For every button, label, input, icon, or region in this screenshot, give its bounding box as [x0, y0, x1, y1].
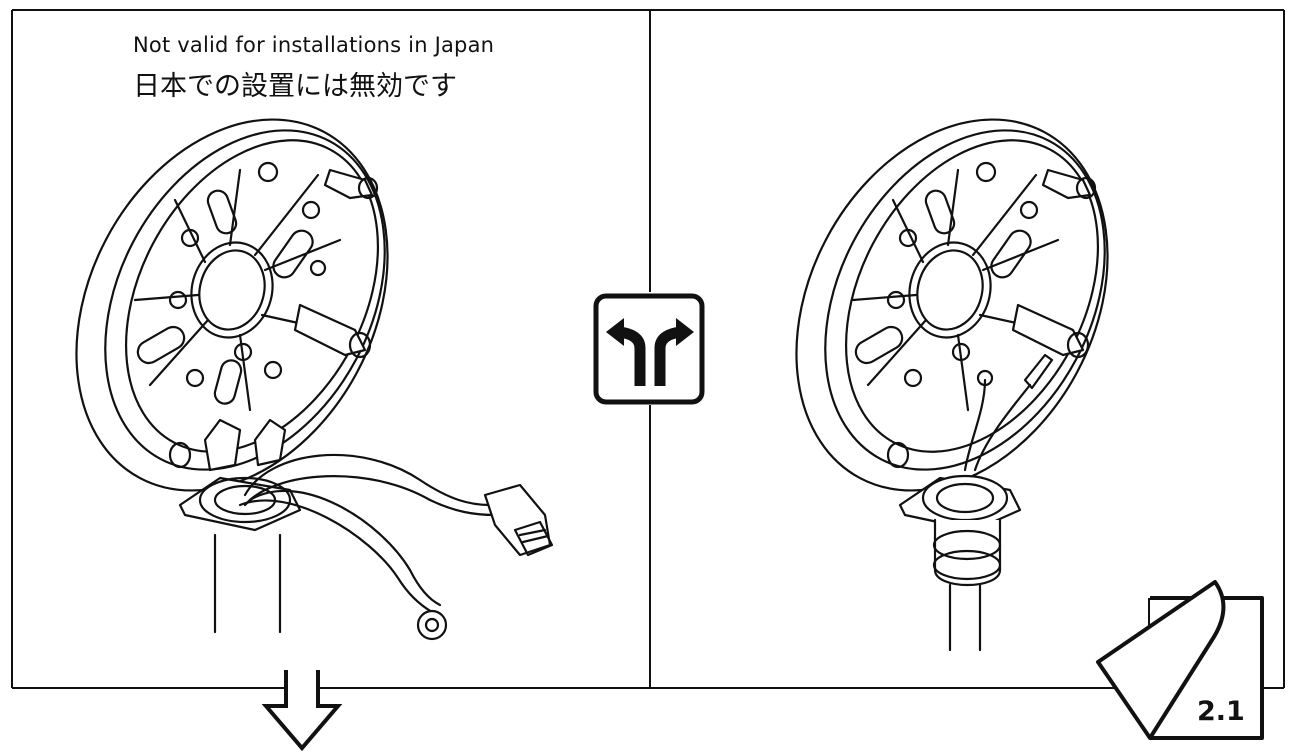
panel-frame	[11, 9, 1285, 689]
notice-japanese: 日本での設置には無効です	[133, 71, 457, 102]
branch-arrow-icon	[593, 293, 705, 405]
left-mount-illustration	[75, 118, 554, 641]
page-turn-icon	[1096, 580, 1264, 740]
page-marker-label: 2.1	[1197, 696, 1245, 727]
right-mount-illustration	[795, 118, 1109, 652]
notice-english: Not valid for installations in Japan	[133, 33, 495, 57]
down-arrow-icon	[261, 670, 343, 752]
